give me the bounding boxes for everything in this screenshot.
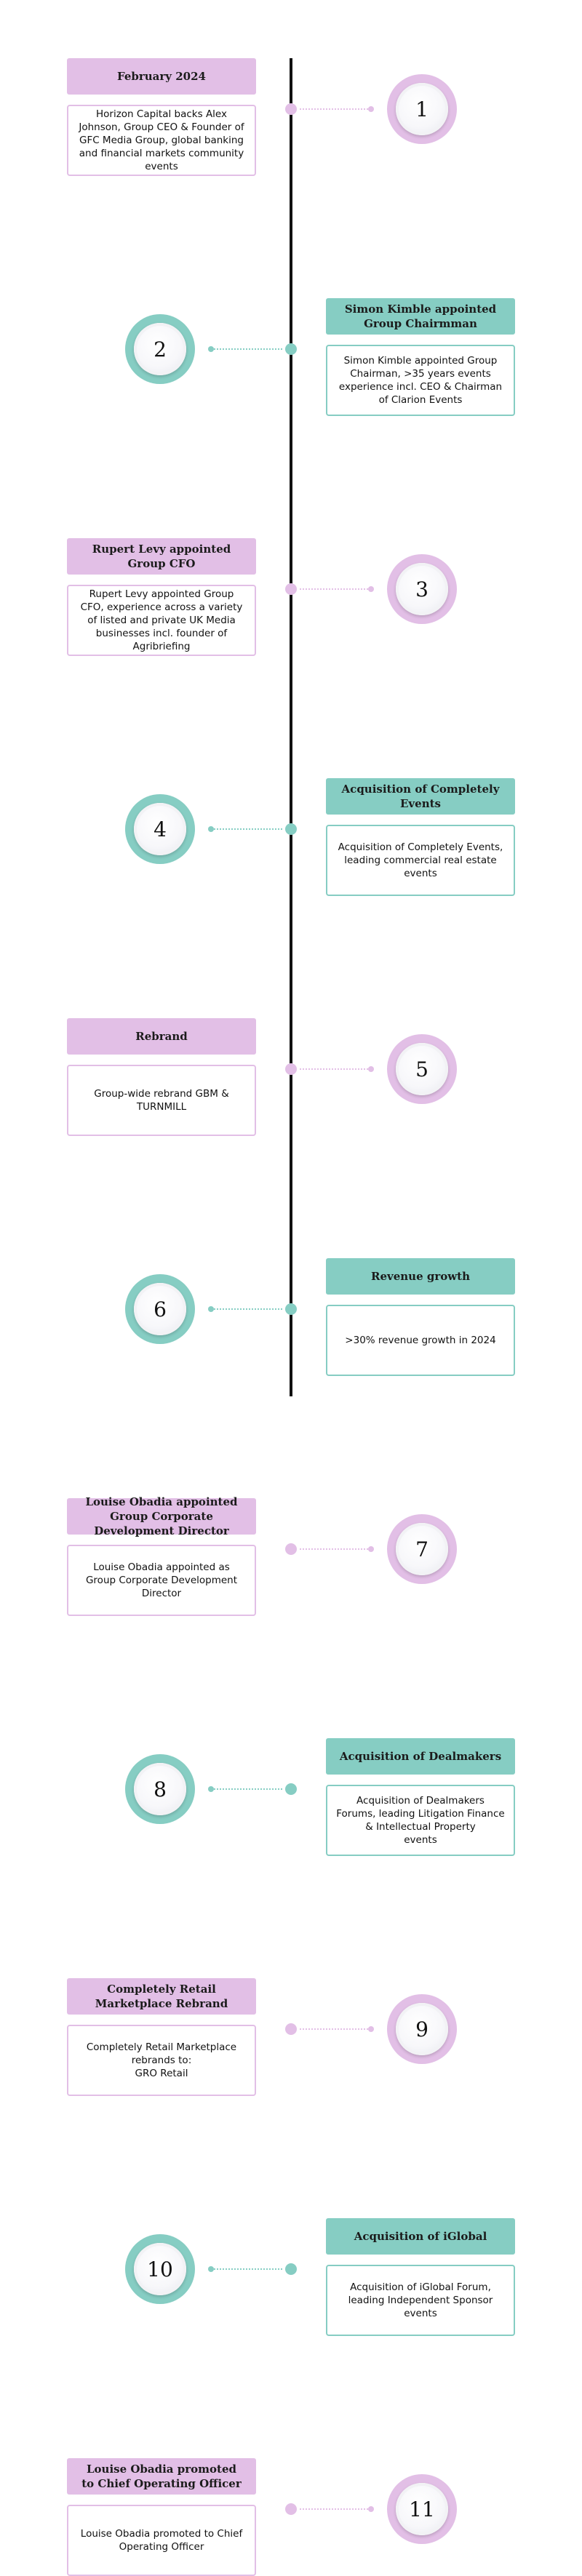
milestone-4-title: Acquisition of Completely Events: [326, 778, 515, 815]
milestone-5-badge-inner: 5: [396, 1043, 448, 1095]
milestone-5-number-badge: 5: [387, 1034, 457, 1104]
milestone-4-connector: [211, 828, 282, 830]
milestone-5-spine-dot: [285, 1063, 297, 1075]
milestone-4-spine-dot: [285, 823, 297, 835]
milestone-10-number: 10: [147, 2257, 173, 2281]
milestone-6-title: Revenue growth: [326, 1258, 515, 1295]
milestone-1-connector: [300, 108, 371, 110]
milestone-5-number: 5: [415, 1057, 428, 1081]
milestone-5-connector: [300, 1068, 371, 1070]
milestone-9-connector-end: [368, 2026, 374, 2032]
milestone-2-number: 2: [154, 337, 167, 361]
milestone-3-description: Rupert Levy appointed Group CFO, experie…: [67, 585, 256, 656]
milestone-2-badge-inner: 2: [134, 323, 186, 375]
milestone-2-connector: [211, 348, 282, 350]
milestone-8-badge-inner: 8: [134, 1763, 186, 1815]
milestone-7-title: Louise Obadia appointed Group Corporate …: [67, 1495, 256, 1537]
milestone-6-badge-inner: 6: [134, 1283, 186, 1335]
milestone-5-description: Group-wide rebrand GBM & TURNMILL: [67, 1065, 256, 1136]
milestone-10-badge-inner: 10: [134, 2243, 186, 2295]
milestone-7-spine-dot: [285, 1543, 297, 1555]
milestone-2-number-badge: 2: [125, 314, 195, 384]
milestone-4-number-badge: 4: [125, 794, 195, 864]
milestone-8-description: Acquisition of Dealmakers Forums, leadin…: [326, 1785, 515, 1856]
milestone-7-number-badge: 7: [387, 1514, 457, 1584]
milestone-4-number: 4: [154, 817, 167, 841]
milestone-4-description: Acquisition of Completely Events, leadin…: [326, 825, 515, 896]
milestone-8-connector-end: [208, 1786, 214, 1792]
milestone-9-title: Completely Retail Marketplace Rebrand: [67, 1978, 256, 2015]
milestone-9-number-badge: 9: [387, 1994, 457, 2064]
milestone-11-connector: [300, 2508, 371, 2510]
milestone-11-connector-end: [368, 2506, 374, 2512]
milestone-6-description: >30% revenue growth in 2024: [326, 1305, 515, 1376]
milestone-3-number-badge: 3: [387, 554, 457, 624]
milestone-11-badge-inner: 11: [396, 2483, 448, 2535]
milestone-10-connector-end: [208, 2266, 214, 2272]
milestone-11-number-badge: 11: [387, 2474, 457, 2544]
milestone-9-connector: [300, 2028, 371, 2030]
milestone-5-title: Rebrand: [67, 1018, 256, 1055]
milestone-6-number: 6: [154, 1297, 167, 1321]
milestone-11-title: Louise Obadia promoted to Chief Operatin…: [67, 2458, 256, 2495]
milestone-8-number-badge: 8: [125, 1754, 195, 1824]
milestone-6-connector: [211, 1308, 282, 1310]
milestone-10-number-badge: 10: [125, 2234, 195, 2304]
milestone-6-connector-end: [208, 1306, 214, 1312]
milestone-11-number: 11: [409, 2497, 435, 2521]
milestone-2-description: Simon Kimble appointed Group Chairman, >…: [326, 345, 515, 416]
milestone-10-spine-dot: [285, 2263, 297, 2275]
milestone-4-connector-end: [208, 826, 214, 832]
milestone-1-spine-dot: [285, 103, 297, 115]
milestone-7-description: Louise Obadia appointed as Group Corpora…: [67, 1545, 256, 1616]
milestone-11-spine-dot: [285, 2503, 297, 2515]
milestone-3-connector: [300, 588, 371, 590]
milestone-8-number: 8: [154, 1777, 167, 1801]
milestone-6-spine-dot: [285, 1303, 297, 1315]
milestone-1-badge-inner: 1: [396, 83, 448, 135]
milestone-8-spine-dot: [285, 1783, 297, 1795]
milestone-2-connector-end: [208, 346, 214, 352]
milestone-1-title: February 2024: [67, 58, 256, 95]
milestone-3-connector-end: [368, 586, 374, 592]
milestone-2-title: Simon Kimble appointed Group Chairmman: [326, 298, 515, 335]
milestone-9-description: Completely Retail Marketplace rebrands t…: [67, 2025, 256, 2096]
milestone-1-number: 1: [415, 97, 428, 121]
milestone-7-badge-inner: 7: [396, 1523, 448, 1575]
milestone-3-number: 3: [415, 577, 428, 601]
milestone-10-description: Acquisition of iGlobal Forum, leading In…: [326, 2265, 515, 2336]
milestone-1-connector-end: [368, 106, 374, 112]
milestone-10-title: Acquisition of iGlobal: [326, 2218, 515, 2255]
milestone-9-spine-dot: [285, 2023, 297, 2035]
milestone-7-number: 7: [415, 1537, 428, 1561]
milestone-11-description: Louise Obadia promoted to Chief Operatin…: [67, 2505, 256, 2576]
timeline-spine: [290, 58, 292, 1396]
milestone-3-badge-inner: 3: [396, 563, 448, 615]
milestone-2-spine-dot: [285, 343, 297, 355]
milestone-8-connector: [211, 1788, 282, 1790]
milestone-4-badge-inner: 4: [134, 803, 186, 855]
milestone-1-description: Horizon Capital backs Alex Johnson, Grou…: [67, 105, 256, 176]
milestone-5-connector-end: [368, 1066, 374, 1072]
milestone-8-title: Acquisition of Dealmakers: [326, 1738, 515, 1775]
milestone-3-title: Rupert Levy appointed Group CFO: [67, 538, 256, 575]
milestone-6-number-badge: 6: [125, 1274, 195, 1344]
milestone-7-connector-end: [368, 1546, 374, 1552]
milestone-10-connector: [211, 2268, 282, 2270]
milestone-7-connector: [300, 1548, 371, 1550]
milestone-9-badge-inner: 9: [396, 2003, 448, 2055]
milestone-1-number-badge: 1: [387, 74, 457, 144]
milestone-9-number: 9: [415, 2017, 428, 2041]
milestone-3-spine-dot: [285, 583, 297, 595]
